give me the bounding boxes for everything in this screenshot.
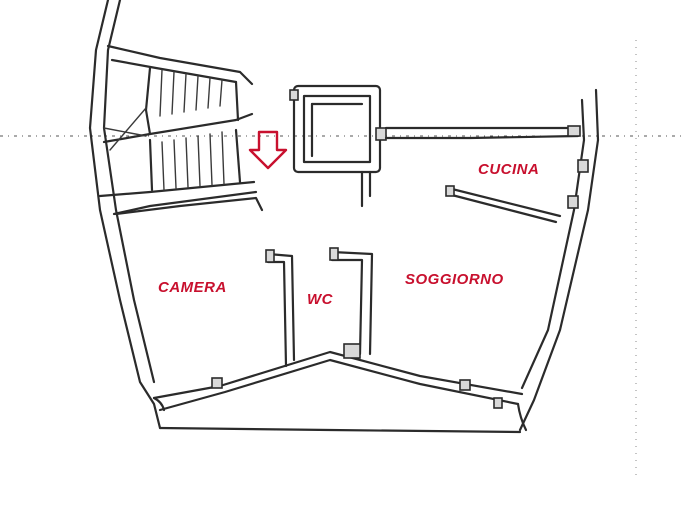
room-label-cucina: CUCINA (478, 161, 539, 178)
room-label-camera: CAMERA (158, 279, 227, 296)
staircase (98, 44, 258, 216)
outer-walls (88, 0, 600, 434)
room-label-wc: WC (307, 291, 334, 308)
elevator-shaft (289, 84, 387, 208)
internal-walls (114, 125, 589, 409)
room-label-soggiorno: SOGGIORNO (405, 271, 504, 288)
down-arrow-icon (248, 130, 288, 170)
